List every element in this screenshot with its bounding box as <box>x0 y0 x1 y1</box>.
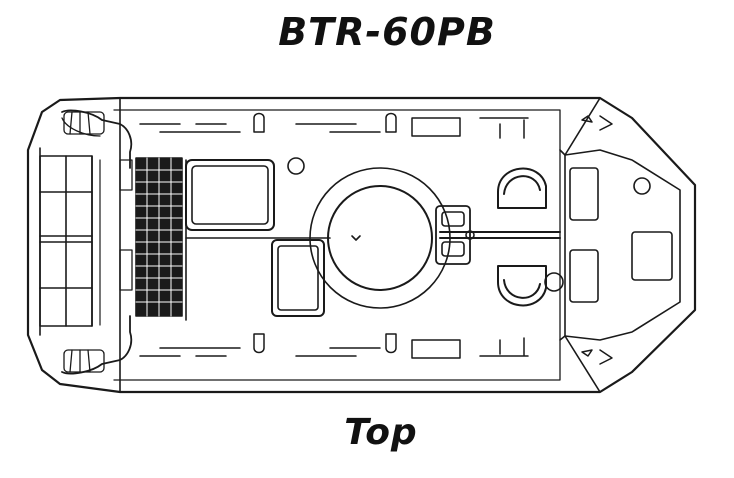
engine-grille-mesh <box>135 157 183 317</box>
rear-coils <box>61 109 133 375</box>
vehicle-name-title: BTR-60PB <box>278 10 496 54</box>
side-fittings-bottom <box>139 333 529 359</box>
rear-ladder <box>39 155 101 327</box>
front-crew-hatches <box>497 167 564 307</box>
view-caption: Top <box>344 412 418 453</box>
turret <box>309 167 561 309</box>
front-vision-blocks <box>569 167 673 303</box>
engine-deck-hatches <box>185 157 331 321</box>
side-fittings-top <box>139 112 529 139</box>
bow-markers <box>581 115 613 365</box>
